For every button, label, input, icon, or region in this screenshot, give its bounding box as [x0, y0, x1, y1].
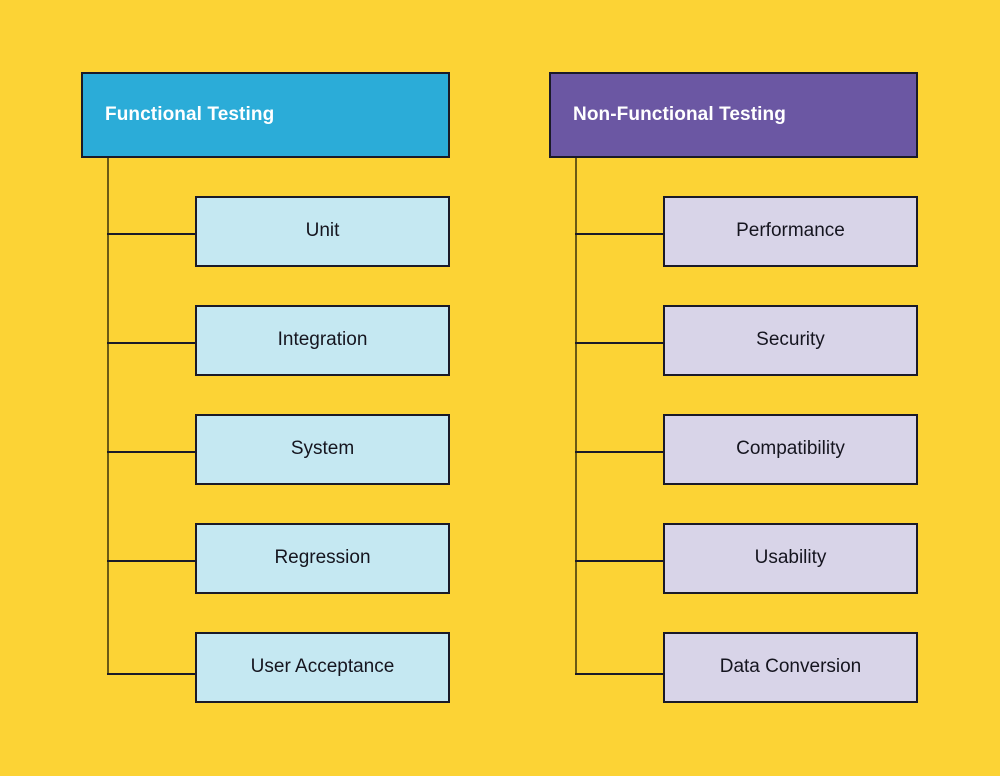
child-box-data-conversion[interactable]: Data Conversion	[663, 632, 918, 703]
trunk-line-functional	[107, 158, 109, 675]
child-label-performance: Performance	[736, 220, 845, 242]
child-box-unit[interactable]: Unit	[195, 196, 450, 267]
child-label-compatibility: Compatibility	[736, 438, 845, 460]
child-label-system: System	[290, 438, 355, 460]
child-box-compatibility[interactable]: Compatibility	[663, 414, 918, 485]
branch-line-usability	[575, 560, 665, 562]
child-box-usability[interactable]: Usability	[663, 523, 918, 594]
header-box-functional-testing[interactable]: Functional Testing	[81, 72, 450, 158]
header-label-non-functional-testing: Non-Functional Testing	[573, 103, 786, 125]
child-box-security[interactable]: Security	[663, 305, 918, 376]
trunk-line-non-functional	[575, 158, 577, 675]
branch-line-performance	[575, 233, 665, 235]
child-label-security: Security	[756, 329, 825, 351]
branch-line-regression	[107, 560, 197, 562]
child-box-regression[interactable]: Regression	[195, 523, 450, 594]
child-box-system[interactable]: System	[195, 414, 450, 485]
child-box-performance[interactable]: Performance	[663, 196, 918, 267]
header-label-functional-testing: Functional Testing	[105, 103, 275, 125]
branch-line-security	[575, 342, 665, 344]
child-label-user-acceptance: User Acceptance	[250, 656, 395, 678]
header-box-non-functional-testing[interactable]: Non-Functional Testing	[549, 72, 918, 158]
branch-line-compatibility	[575, 451, 665, 453]
child-box-integration[interactable]: Integration	[195, 305, 450, 376]
child-box-user-acceptance[interactable]: User Acceptance	[195, 632, 450, 703]
branch-line-system	[107, 451, 197, 453]
branch-line-user-acceptance	[107, 673, 197, 675]
child-label-usability: Usability	[754, 547, 827, 569]
branch-line-integration	[107, 342, 197, 344]
child-label-data-conversion: Data Conversion	[719, 656, 862, 678]
branch-line-data-conversion	[575, 673, 665, 675]
branch-line-unit	[107, 233, 197, 235]
child-label-integration: Integration	[277, 329, 368, 351]
child-label-regression: Regression	[274, 547, 371, 569]
child-label-unit: Unit	[305, 220, 340, 242]
